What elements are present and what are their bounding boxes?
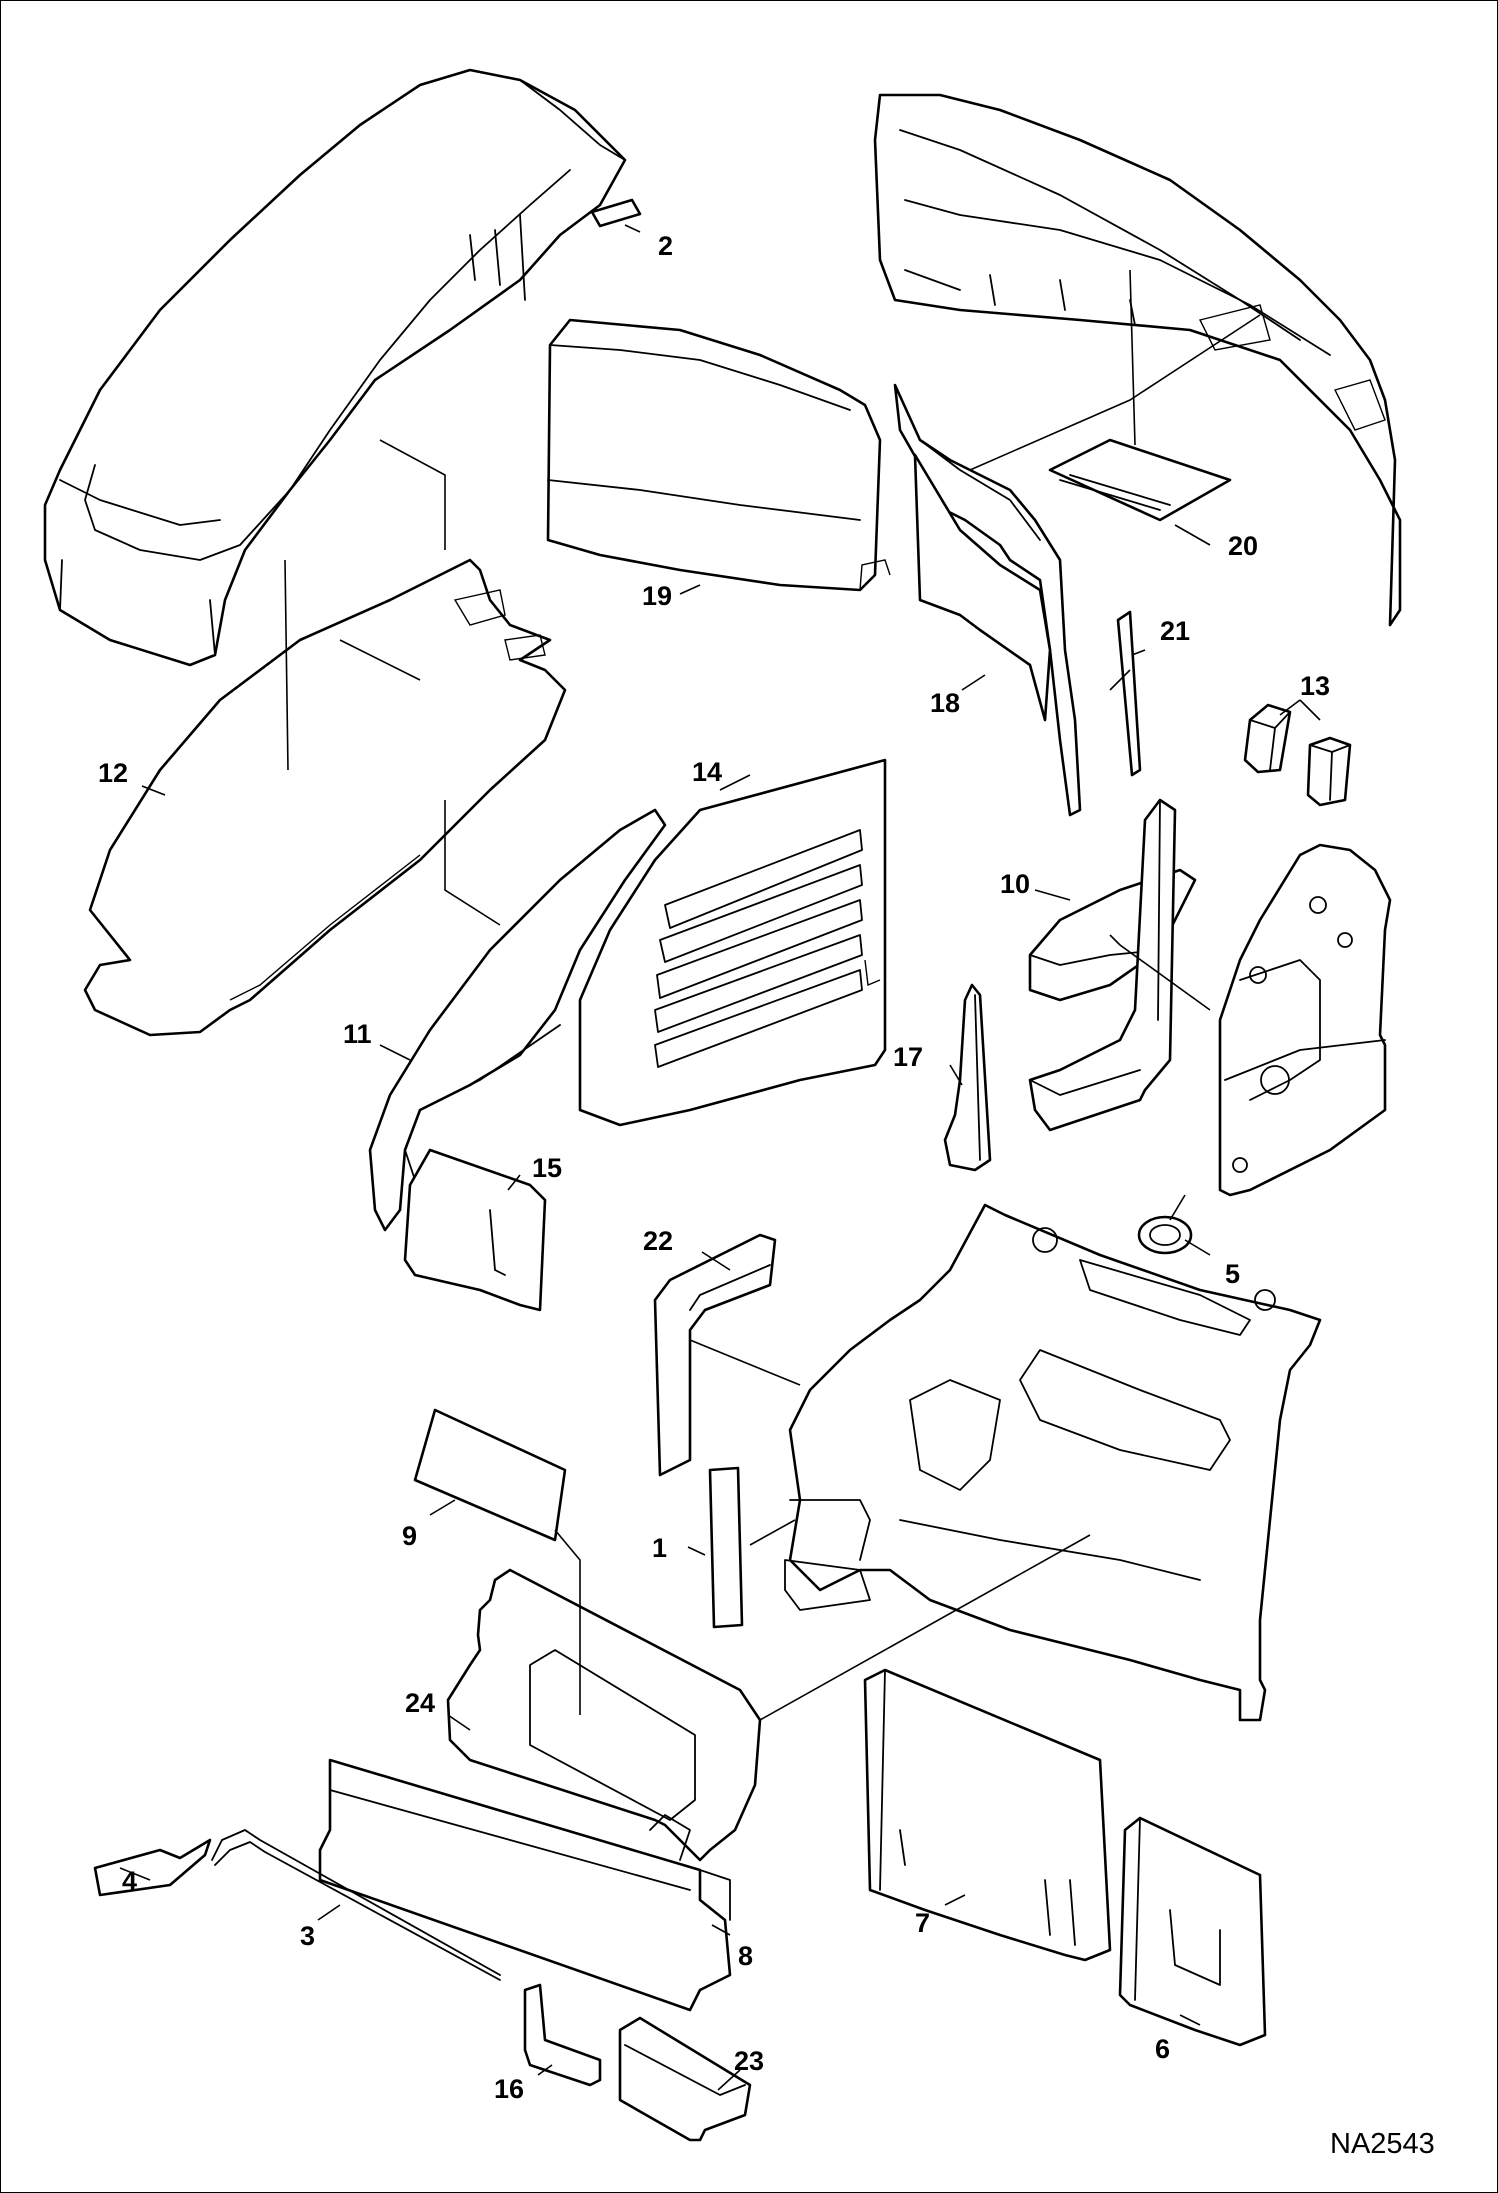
part-2-small-pad — [590, 198, 642, 228]
part-13-block-a — [1243, 703, 1292, 774]
callout-21: 21 — [1160, 616, 1190, 646]
part-14-louvre-panel — [578, 758, 887, 1127]
callout-5: 5 — [1225, 1259, 1240, 1289]
callout-15: 15 — [532, 1153, 562, 1183]
callout-9: 9 — [402, 1521, 417, 1551]
callout-12: 12 — [98, 758, 128, 788]
callout-leaders — [119, 224, 1321, 2091]
callout-17: 17 — [893, 1042, 923, 1072]
part-lower-tub — [784, 1203, 1322, 1722]
callout-1: 1 — [652, 1533, 667, 1563]
part-1-strip — [708, 1466, 744, 1629]
callout-11: 11 — [343, 1019, 372, 1049]
part-11-curved-trim — [368, 808, 667, 1232]
part-13-block-b — [1306, 736, 1352, 807]
part-24-panel — [446, 1568, 762, 1862]
part-top-frame — [873, 93, 1402, 627]
callout-23: 23 — [734, 2046, 764, 2076]
callout-10: 10 — [1000, 869, 1030, 899]
part-19-panel — [546, 318, 891, 592]
part-23-block — [618, 2016, 752, 2142]
part-5-grommet — [1137, 1215, 1193, 1255]
callout-3: 3 — [300, 1921, 315, 1951]
assembly-lines — [284, 269, 1261, 1721]
callout-2: 2 — [658, 231, 673, 261]
callout-7: 7 — [915, 1908, 930, 1938]
part-16-bracket — [523, 1983, 602, 2087]
callout-13: 13 — [1300, 671, 1330, 701]
part-10-bracket — [1028, 798, 1177, 1132]
callout-6: 6 — [1155, 2034, 1170, 2064]
callout-18: 18 — [930, 688, 960, 718]
part-17-bracket — [943, 983, 992, 1172]
part-18-insulation — [913, 453, 1052, 722]
part-9-plate — [413, 1408, 567, 1542]
part-21-strip — [1116, 610, 1142, 777]
part-top-cover — [43, 68, 627, 667]
part-20-strip — [1048, 438, 1232, 522]
part-6-pad — [1118, 1816, 1267, 2047]
part-4-bracket — [93, 1838, 212, 1897]
part-15-pad — [403, 1148, 547, 1312]
callout-4: 4 — [122, 1866, 137, 1896]
callout-22: 22 — [643, 1226, 673, 1256]
part-7-pad — [863, 1668, 1112, 1962]
callout-14: 14 — [692, 757, 722, 787]
part-side-shroud — [1218, 843, 1392, 1197]
callouts: 1 2 3 4 5 6 7 8 9 10 11 12 13 14 15 16 1… — [98, 231, 1330, 2104]
callout-20: 20 — [1228, 531, 1258, 561]
figure-reference-code: NA2543 — [1330, 2128, 1435, 2160]
callout-19: 19 — [642, 581, 672, 611]
callout-8: 8 — [738, 1941, 753, 1971]
part-12-cover-liner — [83, 558, 567, 1037]
part-22-pad — [653, 1233, 777, 1477]
callout-16: 16 — [494, 2074, 524, 2104]
part-8-trim — [318, 1758, 732, 2012]
part-3-rod — [211, 1829, 501, 1981]
callout-24: 24 — [405, 1688, 435, 1718]
